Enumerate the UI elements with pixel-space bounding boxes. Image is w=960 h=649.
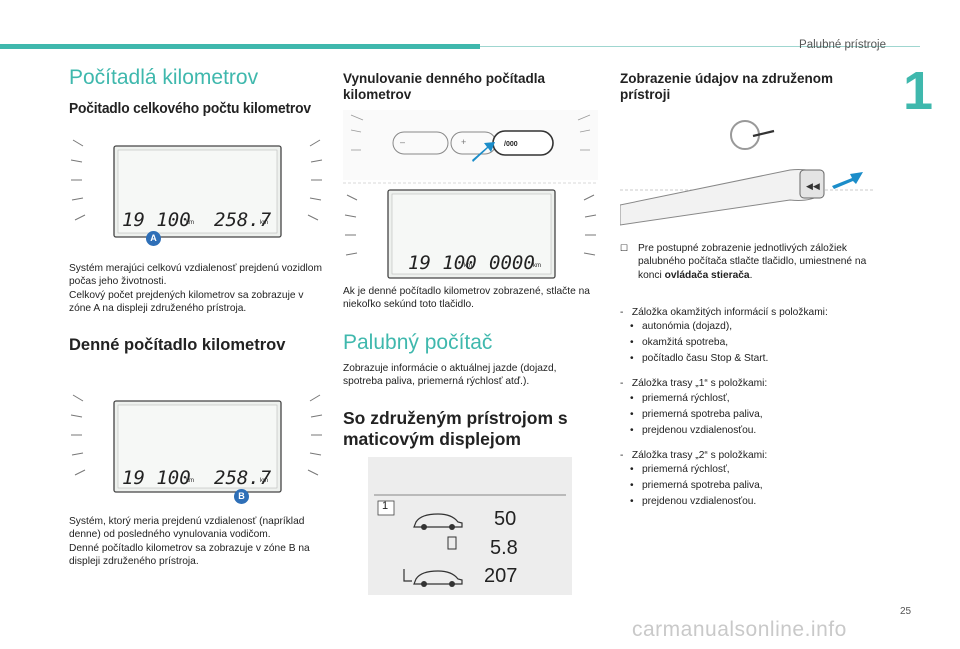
page-number: 25 bbox=[900, 606, 912, 617]
tab-group: - Záložka trasy „2“ s položkami: priemer… bbox=[620, 449, 880, 510]
zone-marker-a: A bbox=[146, 231, 161, 246]
odometer-total-value: 19 100 bbox=[408, 252, 477, 274]
tab-group: - Záložka okamžitých informácií s položk… bbox=[620, 306, 880, 367]
odometer-figure-b bbox=[69, 385, 324, 505]
reset-figure bbox=[343, 110, 598, 282]
odometer-trip-value: 258.7 bbox=[214, 467, 272, 489]
unit-label: km bbox=[186, 478, 194, 484]
wiper-stalk-figure: ◀◀ bbox=[620, 110, 875, 230]
heading-show-data: Zobrazenie údajov na združenom prístroji bbox=[620, 71, 834, 102]
checkbox-icon: ☐ bbox=[620, 243, 629, 253]
heading-reset: Vynulovanie denného počítadla kilometrov bbox=[343, 71, 546, 102]
instruction-bold: ovládača stierača bbox=[664, 269, 750, 281]
text-trip: Zobrazuje informácie o aktuálnej jazde (… bbox=[343, 363, 557, 388]
matrix-display-figure bbox=[368, 457, 572, 595]
heading-trip-computer: Palubný počítač bbox=[343, 331, 493, 354]
header-accent-bar bbox=[0, 44, 480, 49]
unit-label: km bbox=[186, 220, 194, 226]
list-item: autonómia (dojazd), bbox=[630, 319, 880, 335]
list-item: priemerná rýchlosť, bbox=[630, 391, 880, 407]
odometer-trip-value: 0000 bbox=[489, 252, 535, 274]
odometer-total-value: 19 100 bbox=[122, 209, 191, 231]
bullet-instruction: ☐ Pre postupné zobrazenie jednotlivých z… bbox=[620, 243, 867, 281]
odometer-total-value: 19 100 bbox=[122, 467, 191, 489]
text-reset: Ak je denné počítadlo kilometrov zobraze… bbox=[343, 286, 590, 311]
chapter-number: 1 bbox=[903, 61, 934, 121]
odometer-trip-value: 258.7 bbox=[214, 209, 272, 231]
distance-value: 207 bbox=[484, 565, 518, 587]
header-rule bbox=[480, 46, 920, 47]
unit-label: km bbox=[260, 220, 268, 226]
paragraph: Systém, ktorý meria prejdenú vzdialenosť… bbox=[69, 516, 305, 541]
consumption-value: 5.8 bbox=[490, 537, 518, 559]
list-item: priemerná rýchlosť, bbox=[630, 462, 880, 478]
speed-value: 50 bbox=[494, 508, 517, 530]
svg-text:◀◀: ◀◀ bbox=[806, 182, 820, 192]
heading-daily: Denné počítadlo kilometrov bbox=[69, 336, 286, 354]
paragraph: Denné počítadlo kilometrov sa zobrazuje … bbox=[69, 542, 310, 567]
plus-button[interactable]: + bbox=[461, 137, 467, 147]
tab-list: - Záložka okamžitých informácií s položk… bbox=[620, 306, 880, 510]
unit-label: km bbox=[260, 478, 268, 484]
text-daily: Systém, ktorý meria prejdenú vzdialenosť… bbox=[69, 515, 324, 568]
list-item: priemerná spotreba paliva, bbox=[630, 407, 880, 423]
page-title: Počítadlá kilometrov bbox=[69, 66, 259, 89]
list-item: okamžitá spotreba, bbox=[630, 335, 880, 351]
odometer-figure-a bbox=[69, 130, 324, 250]
tab-group-title: - Záložka okamžitých informácií s položk… bbox=[620, 307, 828, 318]
trip-reset-button[interactable]: /000 bbox=[504, 141, 518, 148]
instruction-text: Pre postupné zobrazenie jednotlivých zál… bbox=[638, 243, 867, 281]
text-total: Systém merajúci celkovú vzdialenosť prej… bbox=[69, 262, 324, 315]
subtitle-total: Počitadlo celkového počtu kilometrov bbox=[69, 100, 311, 117]
unit-label: km bbox=[464, 263, 472, 269]
paragraph: Celkový počet prejdených kilometrov sa z… bbox=[69, 289, 304, 314]
list-item: počítadlo času Stop & Start. bbox=[630, 351, 880, 367]
tab-group: - Záložka trasy „1“ s položkami: priemer… bbox=[620, 377, 880, 438]
list-item: priemerná spotreba paliva, bbox=[630, 478, 880, 494]
list-item: prejdenou vzdialenosťou. bbox=[630, 423, 880, 439]
watermark: carmanualsonline.info bbox=[632, 618, 847, 641]
unit-label: km bbox=[533, 263, 541, 269]
paragraph: Systém merajúci celkovú vzdialenosť prej… bbox=[69, 263, 322, 288]
tab-group-title: - Záložka trasy „1“ s položkami: bbox=[620, 378, 768, 390]
tab-indicator: 1 bbox=[382, 500, 389, 512]
zone-marker-b: B bbox=[234, 489, 249, 504]
section-title: Palubné prístroje bbox=[799, 39, 886, 51]
tab-group-title: - Záložka trasy „2“ s položkami: bbox=[620, 449, 768, 461]
heading-matrix: So združeným prístrojom s maticovým disp… bbox=[343, 408, 568, 449]
minus-button[interactable]: – bbox=[400, 137, 406, 147]
list-item: prejdenou vzdialenosťou. bbox=[630, 494, 880, 510]
